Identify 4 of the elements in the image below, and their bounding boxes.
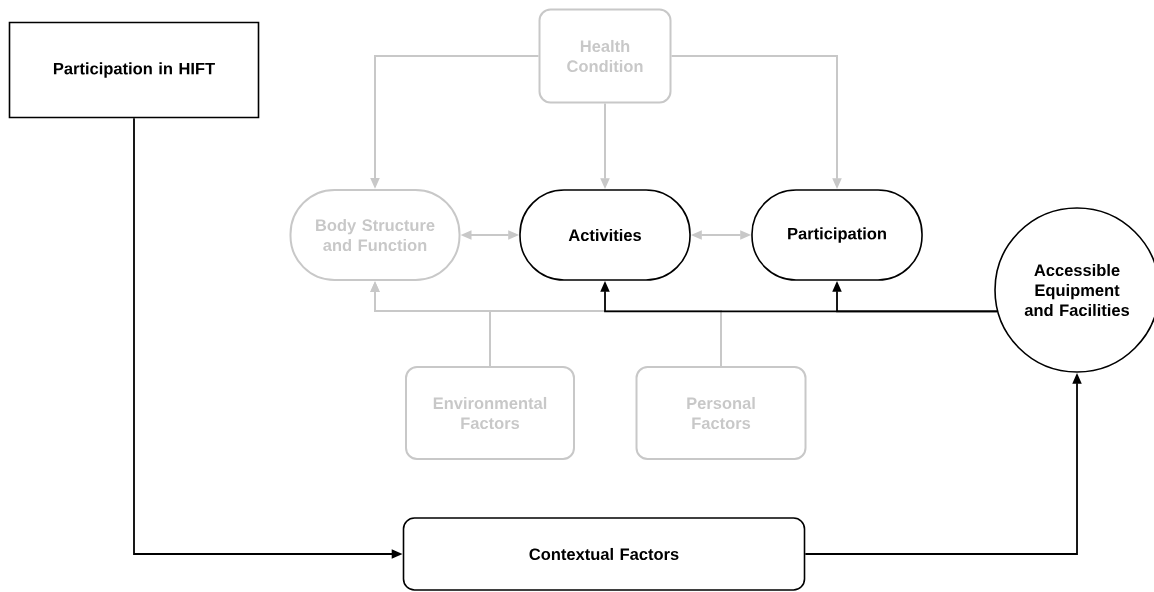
process-box: Participation in HIFT [8,21,260,119]
rounded-box: Contextual Factors [402,517,806,591]
stadium-node: Activities [519,189,691,281]
stadium-node: Participation [751,189,923,281]
